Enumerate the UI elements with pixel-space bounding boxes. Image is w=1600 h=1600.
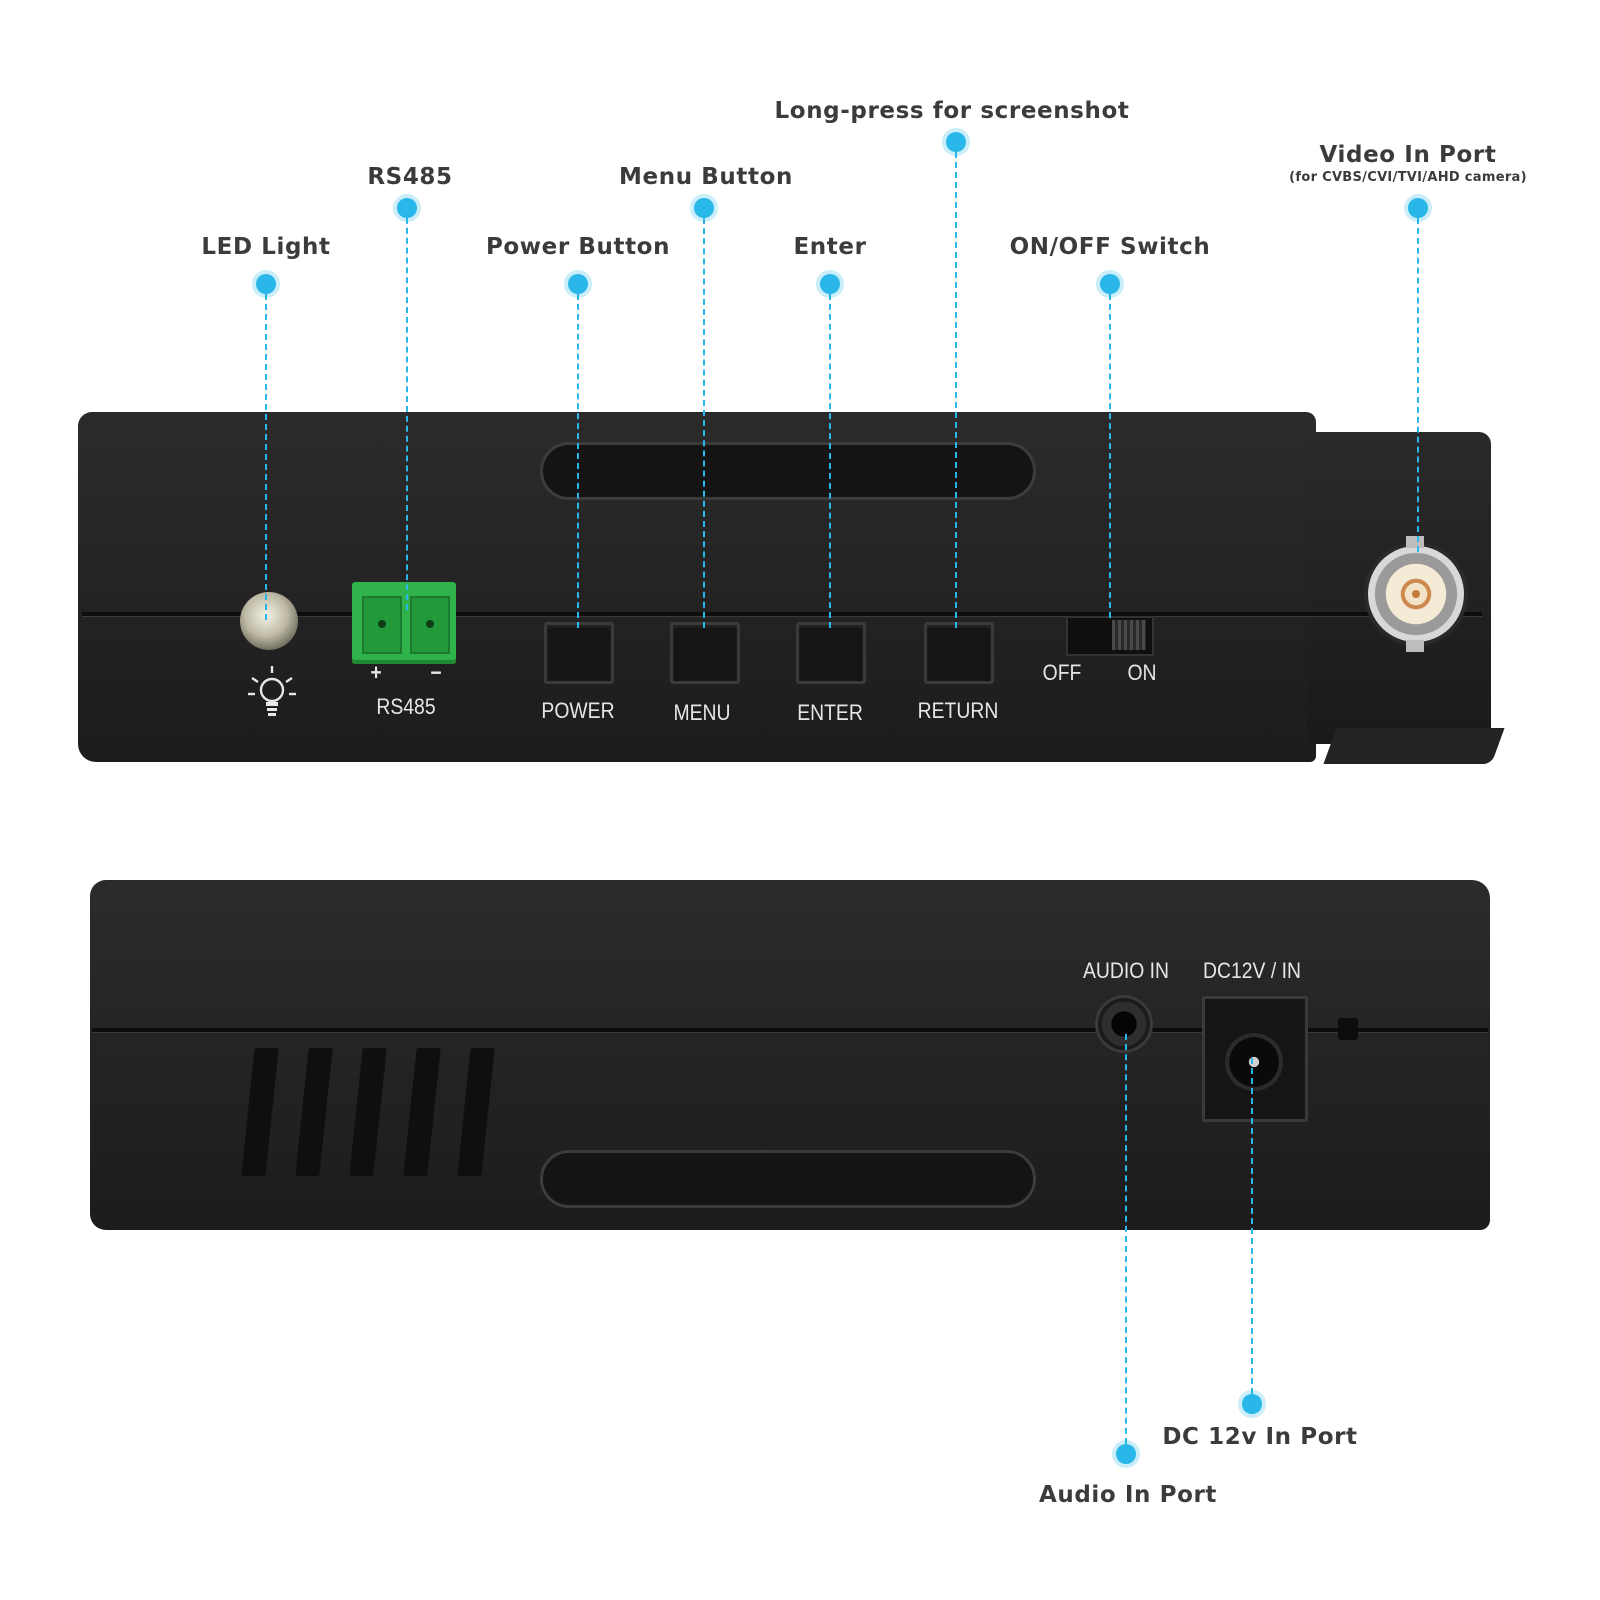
dot-video (1408, 198, 1428, 218)
bnc-pin-top (1406, 536, 1424, 548)
leader-power (577, 284, 579, 628)
callout-video-note: (for CVBS/CVI/TVI/AHD camera) (1289, 170, 1527, 185)
dc-power-jack[interactable] (1202, 996, 1308, 1122)
dot-power (568, 274, 588, 294)
rs485-label: RS485 (376, 694, 436, 719)
callout-enter: Enter (793, 234, 867, 260)
top-device-seam (82, 612, 1482, 617)
dot-rs485 (397, 198, 417, 218)
return-button[interactable] (924, 622, 994, 684)
callout-led-light: LED Light (201, 234, 331, 260)
leader-menu (703, 208, 705, 628)
small-port-hole (1338, 1018, 1358, 1040)
rs485-terminal-block[interactable] (352, 582, 456, 664)
led-light (240, 592, 298, 650)
dot-enter (820, 274, 840, 294)
dot-led (256, 274, 276, 294)
top-device-foot (1323, 728, 1505, 764)
switch-off-label: OFF (1042, 660, 1082, 685)
menu-button[interactable] (670, 622, 740, 684)
audio-jack[interactable] (1098, 998, 1150, 1050)
bottom-device-seam (92, 1028, 1488, 1033)
light-bulb-icon (244, 662, 300, 724)
callout-power-button: Power Button (485, 234, 671, 260)
top-grip-slot (540, 442, 1036, 500)
leader-return (955, 142, 957, 628)
leader-video (1417, 208, 1419, 552)
power-label: POWER (541, 698, 615, 723)
dot-menu (694, 198, 714, 218)
rs485-minus-label: − (430, 660, 442, 685)
audio-in-label: AUDIO IN (1082, 958, 1170, 983)
dot-dc (1242, 1394, 1262, 1414)
terminal-slot-plus (362, 596, 402, 654)
dot-audio (1116, 1444, 1136, 1464)
power-button[interactable] (544, 622, 614, 684)
callout-menu-button: Menu Button (619, 164, 793, 190)
terminal-slot-minus (410, 596, 450, 654)
switch-knob (1112, 620, 1146, 650)
leader-audio (1125, 1034, 1127, 1454)
dc-in-label: DC12V / IN (1203, 958, 1301, 983)
callout-video-title: Video In Port (1319, 142, 1497, 168)
on-off-switch[interactable] (1066, 616, 1154, 656)
callout-audio-in-port: Audio In Port (1038, 1482, 1218, 1508)
callout-on-off-switch: ON/OFF Switch (1009, 234, 1211, 260)
menu-label: MENU (673, 700, 731, 725)
leader-led (265, 284, 267, 620)
callout-dc-in-port: DC 12v In Port (1162, 1424, 1358, 1450)
enter-label: ENTER (797, 700, 863, 725)
dot-switch (1100, 274, 1120, 294)
leader-enter (829, 284, 831, 628)
callout-video-in-port: Video In Port (for CVBS/CVI/TVI/AHD came… (1289, 142, 1527, 185)
bnc-video-in-connector[interactable] (1368, 546, 1464, 642)
leader-dc (1251, 1058, 1253, 1404)
dot-return (946, 132, 966, 152)
switch-on-label: ON (1127, 660, 1157, 685)
leader-rs485 (406, 208, 408, 610)
enter-button[interactable] (796, 622, 866, 684)
bottom-grip-slot (540, 1150, 1036, 1208)
callout-long-press: Long-press for screenshot (774, 98, 1130, 124)
bnc-pin-bottom (1406, 640, 1424, 652)
callout-rs485: RS485 (367, 164, 453, 190)
rs485-plus-label: + (370, 660, 382, 685)
return-label: RETURN (917, 698, 999, 723)
leader-switch (1109, 284, 1111, 618)
